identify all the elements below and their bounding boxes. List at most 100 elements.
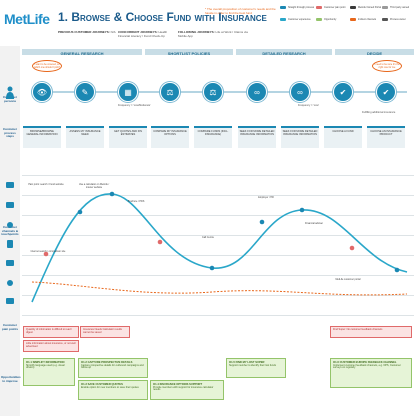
channel-note: Pain point: search / Fund website — [28, 183, 64, 186]
legend-item: Indirect channels — [350, 18, 376, 21]
legend-item: Customer pain point — [316, 6, 345, 9]
legend-swatch — [316, 6, 322, 9]
opportunity-title: O1.6 CUSTOMER EUROPE FEEDBACK CHANNEL — [333, 360, 397, 364]
channel-note: Financial adviser — [305, 222, 323, 225]
phase-general-research: GENERAL RESEARCH — [60, 51, 104, 56]
pain-point: Insurance Needs Calculator results canno… — [80, 326, 130, 338]
opportunity-card: O1.2 CAPTURE PROSPECTIVE DETAILS Capture… — [78, 358, 148, 378]
customer-journey-curve — [31, 191, 408, 303]
step-circle-compare-funds[interactable]: ⚖ — [203, 82, 223, 102]
step-choose-fund: CHOOSE A FUND — [324, 126, 362, 148]
concurrent-journeys-value: Health Financial Literacy / Fund Check-U… — [118, 30, 168, 38]
pain-point: Find Super: No customer feedback channel… — [330, 326, 412, 338]
opportunity-title: O1.2 CAPTURE PROSPECTIVE DETAILS — [81, 360, 133, 364]
legend-item: Opportunity — [316, 18, 336, 21]
channel-note: MetLife customer portal — [335, 278, 361, 281]
legend-label: Customer experience — [288, 18, 311, 21]
title-note: * The overall proposition of customer's … — [205, 7, 276, 15]
opportunity-card: O1.4 INSURANCE OPTIONS SUPPORT Provide m… — [150, 380, 224, 400]
binoculars-icon: ∞ — [297, 87, 303, 97]
pain-point: Little information about insurance, or n… — [23, 340, 79, 352]
metlife-logo: MetLife — [4, 11, 50, 27]
legend-label: Straight through process — [288, 6, 315, 9]
check-icon: ✔ — [382, 87, 390, 97]
step-circle-detailed-1[interactable]: ∞ — [247, 82, 267, 102]
step-browse: BROWSE/BROWSE GENERAL INFORMATION — [23, 126, 61, 148]
legend-swatch — [350, 18, 356, 21]
decide-note: Fulfilling additional insurance — [362, 111, 396, 114]
phase-detailed-research: DETAILED RESEARCH — [262, 51, 306, 56]
step-circle-detailed-2[interactable]: ∞ — [290, 82, 310, 102]
step-circle-compare-insurance[interactable]: ⚖ — [160, 82, 180, 102]
step-detailed-2: SEEK FOR MORE DETAILED INSURANCE INFORMA… — [281, 126, 319, 148]
legend-item: Process owner — [382, 18, 406, 21]
opportunity-card: O1.3 SAVE CUSTOMER QUOTES Enable option … — [78, 380, 148, 400]
step-quotes: GET QUOTES AND FIN ESTIMATES — [109, 126, 147, 148]
step-detailed-1: SEEK FOR MORE DETAILED INSURANCE INFORMA… — [238, 126, 276, 148]
step-circle-browse[interactable]: 👁 — [32, 82, 52, 102]
frequency-note: Frequency = 'Low' — [298, 104, 319, 107]
legend-item: Customer experience — [280, 18, 311, 21]
phase-bar-shortlist — [145, 49, 233, 55]
step-compare-insurance: COMPARE MY INSURANCE OPTIONS — [151, 126, 189, 148]
step-circle-assess[interactable]: ✎ — [75, 82, 95, 102]
channel-note: Use a calculator on MetLife / insurer we… — [78, 183, 110, 189]
step-assess: ASSESS MY INSURANCE NEED — [66, 126, 104, 148]
channel-note: Employer / HR — [258, 196, 274, 199]
previous-journeys-label: PREVIOUS CUSTOMER JOURNEYS: — [58, 30, 110, 34]
opportunity-text: Enable option for new members to save th… — [81, 385, 139, 389]
phase-shortlist-policies: SHORTLIST POLICIES — [167, 51, 211, 56]
following-journeys: FOLLOWING JOURNEYS: Life at Work / Claim… — [178, 30, 253, 38]
legend: Straight through process Customer pain p… — [280, 6, 412, 38]
persona-thought-bubble: I need to be sure it's the right one for… — [372, 60, 402, 72]
persona-icon — [6, 86, 14, 99]
phase-bar-detailed — [236, 49, 332, 55]
opportunity-text: Provide members with support for insuran… — [153, 385, 214, 392]
legend-label: MetLife Owned Portal — [358, 6, 381, 9]
legend-item: MetLife Owned Portal — [350, 6, 381, 9]
opportunity-card: O1.1 SIMPLIFY INFORMATION Simplify langu… — [23, 358, 75, 386]
step-compare-funds: COMPARE FUNDS (INCL. INSURANCE) — [194, 126, 232, 148]
opportunity-title: O1.5 FIND MY LOST SUPER — [229, 360, 265, 364]
opportunity-text: Support member to identify their lost fu… — [229, 363, 276, 367]
legend-swatch — [280, 18, 286, 21]
legend-label: Indirect channels — [358, 18, 377, 21]
phase-bar-decide — [335, 49, 414, 55]
previous-journeys: PREVIOUS CUSTOMER JOURNEYS: N/A — [58, 30, 116, 34]
check-icon: ✔ — [339, 87, 347, 97]
page-title: 1. Browse & Choose Fund with Insurance — [58, 10, 267, 24]
legend-label: Process owner — [390, 18, 406, 21]
channel-note: Internet search / comparison site — [30, 250, 66, 253]
row-label-pain-points: Customer pain points — [2, 323, 18, 331]
scale-icon: ⚖ — [166, 87, 174, 97]
opportunity-text: Capture prospective details for outbound… — [81, 363, 144, 370]
channel-note: Brochure / PDS — [127, 200, 145, 203]
step-circle-choose-fund[interactable]: ✔ — [333, 82, 353, 102]
opportunity-text: Implement customer feedback channels, e.… — [333, 363, 401, 370]
legend-swatch — [382, 18, 388, 21]
following-journeys-value: Life at Work / Claims via Mobile App — [178, 30, 248, 38]
pain-point: Quantity of information is difficult to … — [23, 326, 79, 338]
channel-icons — [6, 182, 14, 304]
opportunity-title: O1.4 INSURANCE OPTIONS SUPPORT — [153, 382, 203, 386]
opportunity-card: O1.6 CUSTOMER EUROPE FEEDBACK CHANNEL Im… — [330, 358, 412, 388]
legend-swatch — [280, 6, 286, 9]
previous-journeys-value: N/A — [110, 30, 116, 34]
step-circle-choose-insurance[interactable]: ✔ — [376, 82, 396, 102]
opportunity-title: O1.3 SAVE CUSTOMER QUOTES — [81, 382, 123, 386]
channel-note: Call Centre — [202, 236, 214, 239]
phase-bar-general — [22, 49, 142, 55]
opportunity-card: O1.5 FIND MY LOST SUPER Support member t… — [226, 358, 286, 378]
step-circle-quotes[interactable]: ▦ — [118, 82, 138, 102]
concurrent-journeys-label: CONCURRENT JOURNEYS: — [118, 30, 158, 34]
persona-thought-bubble: I want to be covered, so which one shoul… — [32, 60, 62, 72]
legend-label: Opportunity — [324, 18, 337, 21]
legend-item: Straight through process — [280, 6, 314, 9]
row-label-process: Customer process steps — [2, 127, 17, 139]
following-journeys-label: FOLLOWING JOURNEYS: — [178, 30, 215, 34]
eye-icon: 👁 — [36, 87, 48, 97]
legend-swatch — [382, 6, 388, 9]
legend-item: Third party owned — [382, 6, 409, 9]
opportunity-title: O1.1 SIMPLIFY INFORMATION — [26, 360, 65, 364]
step-choose-insurance: CHOOSE AN INSURANCE PRODUCT — [367, 126, 405, 148]
